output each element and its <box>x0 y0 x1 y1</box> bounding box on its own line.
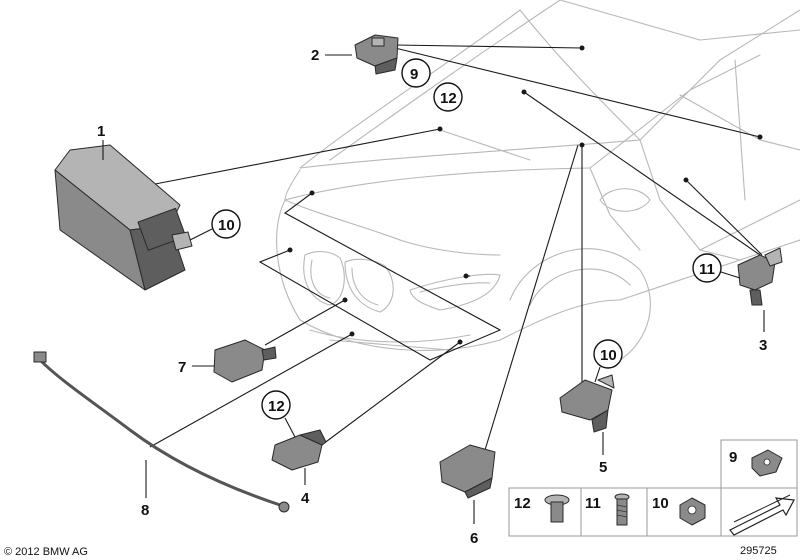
legend-nut-10[interactable] <box>679 497 706 526</box>
copyright-text: © 2012 BMW AG <box>4 546 88 558</box>
leader-lines <box>149 44 763 451</box>
legend-label-11: 11 <box>585 495 601 512</box>
part-3-sensor-bracket[interactable] <box>737 247 783 306</box>
hardware-legend: 9 12 11 10 <box>508 439 798 537</box>
circled-10-left: 10 <box>218 217 235 234</box>
part-1-control-unit[interactable] <box>54 144 193 291</box>
part-8-cable[interactable] <box>33 351 290 513</box>
label-part-8: 8 <box>141 502 149 519</box>
label-part-4: 4 <box>301 490 310 507</box>
circled-references: 9 12 10 11 12 10 <box>189 58 741 438</box>
circled-12-mid: 12 <box>268 398 285 415</box>
legend-arrow-icon <box>729 494 795 536</box>
label-part-1: 1 <box>97 123 105 140</box>
legend-screw-12[interactable] <box>544 494 570 523</box>
circled-9: 9 <box>410 66 418 83</box>
label-part-2: 2 <box>311 47 319 64</box>
part-2-sensor[interactable] <box>354 34 399 75</box>
label-part-6: 6 <box>470 530 478 547</box>
part-7-sensor[interactable] <box>213 339 277 383</box>
part-5-sensor[interactable] <box>559 374 615 433</box>
part-4-sensor[interactable] <box>271 429 327 471</box>
target-dots <box>287 45 763 345</box>
legend-label-9: 9 <box>729 449 737 466</box>
circled-11: 11 <box>699 261 715 278</box>
legend-label-10: 10 <box>652 495 669 512</box>
label-part-7: 7 <box>178 359 186 376</box>
label-part-5: 5 <box>599 459 607 476</box>
car-outline <box>276 0 800 361</box>
legend-bolt-11[interactable] <box>614 493 630 526</box>
diagram-number: 295725 <box>740 545 777 557</box>
circled-12-top: 12 <box>440 90 457 107</box>
legend-clip-nut-9[interactable] <box>751 449 783 477</box>
legend-label-12: 12 <box>514 495 531 512</box>
part-labels: 1 2 3 4 5 6 7 8 <box>97 47 767 547</box>
circled-10-right: 10 <box>600 347 617 364</box>
part-6-sensor[interactable] <box>439 444 496 499</box>
label-part-3: 3 <box>759 337 767 354</box>
